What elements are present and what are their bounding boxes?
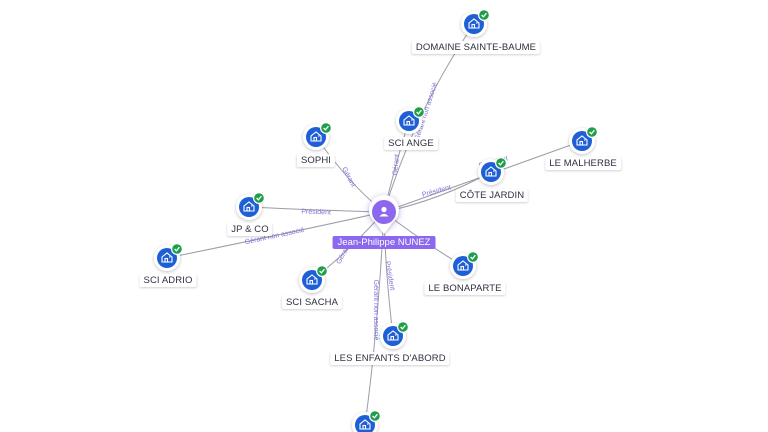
building-icon [387,330,399,341]
edge-label-jp-co: Président [301,208,331,216]
check-icon [587,127,597,137]
company-node-unlabeled-bottom[interactable] [352,410,381,432]
company-label-jp-co[interactable]: JP & CO [227,223,273,236]
building-icon [403,115,415,126]
edge-label-les-enfants-dabord: Président [383,261,395,291]
check-icon [370,411,380,421]
building-icon [576,135,588,146]
company-label-le-malherbe[interactable]: LE MALHERBE [545,157,621,170]
check-icon [254,193,264,203]
company-node-jp-co[interactable] [236,192,265,220]
edge-label-sophi: Gérant [340,166,356,188]
edge-label-unlabeled-bottom: Gérant non associé [372,280,379,341]
check-icon [172,244,182,254]
person-icon [379,206,389,217]
check-icon [479,10,489,20]
building-icon [457,260,469,271]
company-label-cote-jardin[interactable]: CÔTE JARDIN [455,189,529,202]
company-label-le-bonaparte[interactable]: LE BONAPARTE [424,282,506,295]
company-label-sophi[interactable]: SOPHI [296,154,336,167]
person-name-label[interactable]: Jean-Philippe NUNEZ [332,236,436,249]
check-icon [398,322,408,332]
company-node-cote-jardin[interactable] [478,157,507,185]
company-label-sci-ange[interactable]: SCI ANGE [384,137,438,150]
building-icon [310,131,322,142]
company-label-domaine-sainte-baume[interactable]: DOMAINE SAINTE-BAUME [411,41,541,54]
edge-label-sci-ange: Gérant [392,154,401,176]
company-node-sci-sacha[interactable] [299,265,328,293]
company-label-sci-sacha[interactable]: SCI SACHA [281,296,343,309]
company-node-sci-ange[interactable] [396,106,425,134]
building-icon [306,274,318,285]
edge-sci-adrio [166,211,385,259]
company-node-le-malherbe[interactable] [569,126,598,154]
company-label-les-enfants-dabord[interactable]: LES ENFANTS D'ABORD [330,352,450,365]
company-node-domaine-sainte-baume[interactable] [461,9,490,37]
building-icon [359,419,371,430]
check-icon [317,266,327,276]
company-node-le-bonaparte[interactable] [450,251,479,279]
check-icon [414,107,424,117]
company-label-sci-adrio[interactable]: SCI ADRIO [139,274,197,287]
company-node-les-enfants-dabord[interactable] [380,321,409,349]
building-icon [468,18,480,29]
building-icon [485,166,497,177]
check-icon [321,123,331,133]
building-icon [243,201,255,212]
person-node[interactable] [362,190,406,234]
company-node-sophi[interactable] [303,122,332,150]
building-icon [161,252,173,263]
check-icon [496,158,506,168]
check-icon [468,252,478,262]
company-node-sci-adrio[interactable] [154,243,183,271]
